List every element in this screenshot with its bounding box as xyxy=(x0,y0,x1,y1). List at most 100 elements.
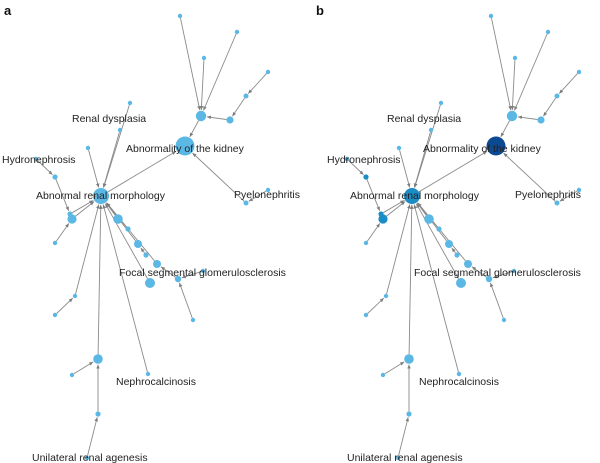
edge-arrow xyxy=(500,120,510,138)
label-abnormal-renal-morphology: Abnormal renal morphology xyxy=(36,190,166,202)
edge-arrow xyxy=(366,223,381,242)
edge-arrow xyxy=(140,247,145,254)
graph-node xyxy=(67,214,77,224)
network-labels: Renal dysplasia Abnormality of the kidne… xyxy=(2,113,300,463)
edge-arrow xyxy=(398,417,409,457)
graph-node xyxy=(537,116,545,124)
graph-node xyxy=(454,252,460,258)
edge-arrow xyxy=(106,202,155,262)
panel-letter-b: b xyxy=(316,3,324,18)
graph-node xyxy=(486,136,506,156)
graph-node xyxy=(95,411,101,417)
label-hydronephrosis: Hydronephrosis xyxy=(2,154,76,166)
edge-arrow xyxy=(55,223,70,242)
edge-arrow xyxy=(88,149,100,188)
edge-arrow xyxy=(181,271,202,279)
edge-arrow xyxy=(75,204,100,295)
graph-node xyxy=(395,455,401,461)
edge-arrow xyxy=(418,150,488,193)
label-pyelonephritis: Pyelonephritis xyxy=(515,189,581,201)
graph-node xyxy=(456,278,466,288)
edge-arrow xyxy=(75,201,95,217)
edge-arrow xyxy=(348,160,364,176)
edge-arrow xyxy=(417,202,466,262)
graph-node xyxy=(125,226,131,232)
graph-node xyxy=(174,275,182,283)
graph-node xyxy=(145,371,151,377)
edge-arrow xyxy=(104,203,148,279)
graph-node xyxy=(378,214,388,224)
label-nephrocalcinosis: Nephrocalcinosis xyxy=(419,376,499,388)
graph-node xyxy=(93,188,109,204)
graph-node xyxy=(404,354,414,364)
edge-arrow xyxy=(510,60,516,111)
network-edges xyxy=(37,18,267,457)
edge-arrow xyxy=(471,266,487,278)
label-nephrocalcinosis: Nephrocalcinosis xyxy=(116,376,196,388)
graph-node xyxy=(512,55,518,61)
network-edges xyxy=(348,18,578,457)
edge-arrow xyxy=(559,190,578,202)
label-unilateral-renal-agenesis: Unilateral renal agenesis xyxy=(347,452,463,463)
graph-node xyxy=(201,55,207,61)
graph-node xyxy=(117,127,123,133)
edge-arrow xyxy=(451,247,456,254)
edge-arrow xyxy=(247,73,267,94)
graph-node xyxy=(265,69,271,75)
graph-node xyxy=(69,372,75,378)
edge-arrow xyxy=(160,266,176,278)
graph-node xyxy=(396,145,402,151)
edge-arrow xyxy=(491,18,512,111)
graph-node xyxy=(85,145,91,151)
edge-arrow xyxy=(180,18,201,111)
edge-arrow xyxy=(37,160,53,176)
edge-arrow xyxy=(558,73,578,94)
graph-node xyxy=(445,240,453,248)
network-nodes xyxy=(344,13,582,461)
graph-node xyxy=(554,93,560,99)
edge-arrow xyxy=(415,203,459,279)
edge-arrow xyxy=(386,201,406,217)
edge-arrow xyxy=(367,297,385,314)
edge-arrow xyxy=(202,33,237,111)
graph-node xyxy=(363,240,369,246)
edge-arrow xyxy=(189,120,199,138)
edge-arrow xyxy=(543,97,556,117)
edge-arrow xyxy=(408,204,414,355)
graph-node xyxy=(485,275,493,283)
edge-arrow xyxy=(384,361,405,375)
graph-node xyxy=(243,93,249,99)
graph-node xyxy=(456,371,462,377)
graph-node xyxy=(506,110,518,122)
edge-arrow xyxy=(97,204,103,355)
panel-letter-a: a xyxy=(4,3,12,18)
edge-arrow xyxy=(199,60,205,111)
label-renal-dysplasia: Renal dysplasia xyxy=(72,113,146,125)
graph-node xyxy=(406,411,412,417)
edge-arrow xyxy=(517,115,538,120)
graph-node xyxy=(52,174,58,180)
graph-node xyxy=(52,240,58,246)
graph-node xyxy=(33,156,39,162)
graph-node xyxy=(243,200,249,206)
label-hydronephrosis: Hydronephrosis xyxy=(327,154,401,166)
graph-node xyxy=(265,187,271,193)
graph-node xyxy=(234,29,240,35)
graph-node xyxy=(576,187,582,193)
graph-node xyxy=(424,214,434,224)
graph-node xyxy=(363,174,369,180)
graph-node xyxy=(113,214,123,224)
graph-node xyxy=(195,110,207,122)
graph-node xyxy=(153,260,161,268)
graph-node xyxy=(72,293,78,299)
label-abnormal-renal-morphology: Abnormal renal morphology xyxy=(350,190,480,202)
edge-arrow xyxy=(413,131,431,188)
graph-node xyxy=(177,13,183,19)
graph-node xyxy=(438,100,444,106)
graph-node xyxy=(190,317,196,323)
graph-node xyxy=(52,312,58,318)
graph-node xyxy=(363,312,369,318)
graph-node xyxy=(200,268,206,274)
edge-arrow xyxy=(206,115,227,120)
